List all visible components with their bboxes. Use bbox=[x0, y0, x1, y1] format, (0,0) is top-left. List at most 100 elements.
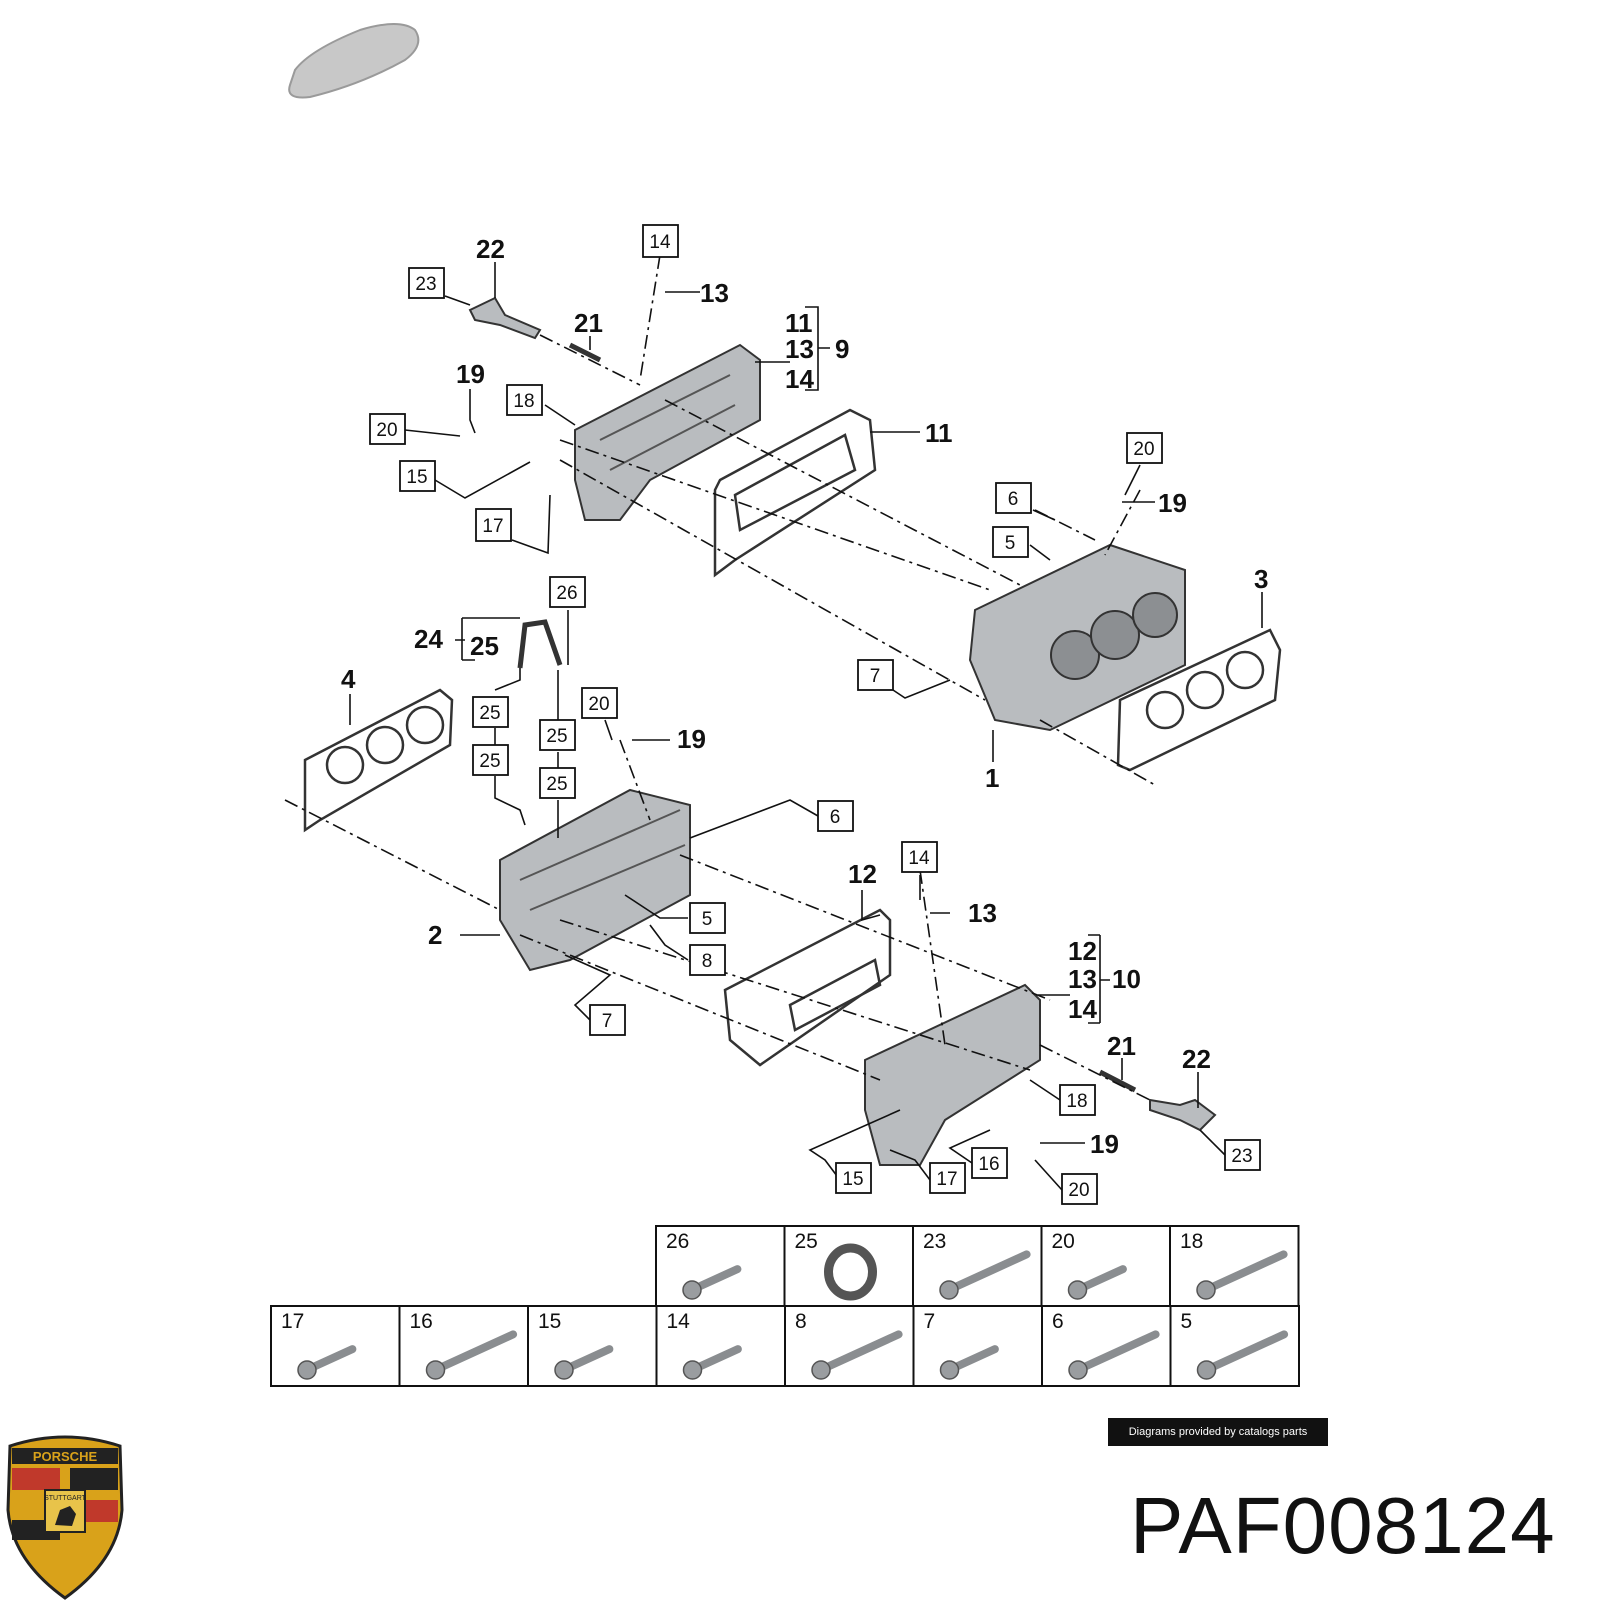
box-8: 8 bbox=[702, 951, 713, 972]
legend-tile-6: 6 bbox=[1041, 1305, 1172, 1387]
callout-3: 3 bbox=[1254, 564, 1268, 594]
callout-boxes bbox=[369, 224, 1261, 1205]
box-20-left: 20 bbox=[588, 694, 609, 715]
upper-camshaft-housing bbox=[574, 343, 761, 521]
box-26: 26 bbox=[556, 583, 577, 604]
bolt-icon bbox=[1196, 1250, 1288, 1300]
callout-22-upper: 22 bbox=[476, 234, 505, 264]
box-23-upper: 23 bbox=[415, 274, 436, 295]
bolt-icon bbox=[811, 1330, 903, 1380]
callout-19-lower: 19 bbox=[1090, 1129, 1119, 1159]
callout-13-lower: 13 bbox=[968, 898, 997, 928]
bolt-icon bbox=[1068, 1330, 1160, 1380]
callout-21-upper: 21 bbox=[574, 308, 603, 338]
legend-tile-18: 18 bbox=[1169, 1225, 1300, 1307]
box-25-c: 25 bbox=[479, 751, 500, 772]
svg-text:PORSCHE: PORSCHE bbox=[33, 1449, 98, 1464]
valve-cover-gasket-upper bbox=[713, 408, 877, 578]
box-25-b: 25 bbox=[546, 726, 567, 747]
box-15-upper: 15 bbox=[406, 467, 427, 488]
box-17-upper: 17 bbox=[482, 516, 503, 537]
part-number-label: PAF008124 bbox=[1130, 1481, 1556, 1570]
callout-10: 10 bbox=[1112, 964, 1141, 994]
lower-guide-lines bbox=[284, 739, 1151, 1101]
box-25-d: 25 bbox=[546, 774, 567, 795]
bolt-icon bbox=[682, 1265, 742, 1300]
legend-tile-label: 23 bbox=[923, 1230, 946, 1253]
box-17-lower: 17 bbox=[936, 1169, 957, 1190]
callout-12-group: 12 bbox=[1068, 936, 1097, 966]
callout-19-upper: 19 bbox=[456, 359, 485, 389]
car-silhouette-icon bbox=[288, 23, 420, 99]
bolt-icon bbox=[554, 1345, 614, 1380]
oil-pipe bbox=[517, 619, 563, 669]
box-14-lower: 14 bbox=[908, 848, 930, 869]
seal-ring-icon bbox=[824, 1243, 877, 1301]
box-14-upper: 14 bbox=[649, 232, 671, 253]
upper-guide-lines bbox=[539, 254, 1156, 786]
legend-tile-14: 14 bbox=[655, 1305, 786, 1387]
callout-14-group: 14 bbox=[785, 364, 814, 394]
spark-plug-upper bbox=[568, 342, 602, 363]
box-6-right: 6 bbox=[1008, 489, 1019, 510]
legend-tile-20: 20 bbox=[1040, 1225, 1171, 1307]
legend-tile-23: 23 bbox=[912, 1225, 1043, 1307]
leader-lines bbox=[349, 262, 1263, 1191]
callout-1: 1 bbox=[985, 763, 999, 793]
legend-tile-label: 17 bbox=[281, 1310, 304, 1333]
bolt-icon bbox=[1067, 1265, 1127, 1300]
box-7-left: 7 bbox=[602, 1011, 613, 1032]
ignition-coil-lower bbox=[1149, 1098, 1217, 1132]
callout-25-group: 25 bbox=[470, 631, 499, 661]
ignition-coil-upper bbox=[468, 296, 542, 340]
porsche-crest-logo: PORSCHE STUTTGART bbox=[6, 1435, 124, 1600]
head-gasket-left bbox=[303, 688, 454, 833]
callout-4: 4 bbox=[341, 664, 356, 694]
cylinder-head-right bbox=[968, 543, 1186, 732]
box-20-upper: 20 bbox=[376, 420, 397, 441]
legend-tile-label: 14 bbox=[667, 1310, 691, 1333]
callout-19-left: 19 bbox=[677, 724, 706, 754]
legend-tile-label: 7 bbox=[924, 1310, 936, 1333]
callout-2: 2 bbox=[428, 920, 442, 950]
callout-9: 9 bbox=[835, 334, 849, 364]
bolt-icon bbox=[297, 1345, 357, 1380]
callout-12-gasket: 12 bbox=[848, 859, 877, 889]
bolt-icon bbox=[939, 1345, 999, 1380]
callout-24: 24 bbox=[414, 624, 443, 654]
box-6-left: 6 bbox=[830, 807, 841, 828]
legend-tile-8: 8 bbox=[784, 1305, 915, 1387]
box-5-right: 5 bbox=[1005, 533, 1016, 554]
box-23-lower: 23 bbox=[1231, 1146, 1252, 1167]
legend-tile-label: 15 bbox=[538, 1310, 561, 1333]
legend-row-1: 26 25 23 20 18 bbox=[655, 1225, 1300, 1307]
box-5-left: 5 bbox=[702, 909, 713, 930]
legend-tile-26: 26 bbox=[655, 1225, 786, 1307]
legend-tile-label: 26 bbox=[666, 1230, 689, 1253]
legend-tile-label: 5 bbox=[1181, 1310, 1193, 1333]
legend-tile-label: 16 bbox=[410, 1310, 433, 1333]
box-7-right: 7 bbox=[870, 666, 881, 687]
callout-13-group: 13 bbox=[785, 334, 814, 364]
legend-tile-label: 20 bbox=[1052, 1230, 1075, 1253]
callout-13-group-lower: 13 bbox=[1068, 964, 1097, 994]
legend-tile-label: 18 bbox=[1180, 1230, 1203, 1253]
valve-cover-gasket-lower bbox=[723, 908, 892, 1067]
legend-tile-label: 25 bbox=[795, 1230, 818, 1253]
callout-13-upper: 13 bbox=[700, 278, 729, 308]
callout-21-lower: 21 bbox=[1107, 1031, 1136, 1061]
callout-11-gasket: 11 bbox=[925, 418, 953, 448]
box-16: 16 bbox=[978, 1154, 999, 1175]
cylinder-head-left bbox=[499, 788, 691, 972]
box-20-lower: 20 bbox=[1068, 1180, 1089, 1201]
bolt-icon bbox=[682, 1345, 742, 1380]
callout-14-group-lower: 14 bbox=[1068, 994, 1097, 1024]
bolt-icon bbox=[1196, 1330, 1289, 1380]
callout-22-lower: 22 bbox=[1182, 1044, 1211, 1074]
box-18-upper: 18 bbox=[513, 391, 534, 412]
spark-plug-lower bbox=[1098, 1069, 1137, 1093]
box-18-lower: 18 bbox=[1066, 1091, 1087, 1112]
legend-tile-25: 25 bbox=[783, 1225, 914, 1307]
